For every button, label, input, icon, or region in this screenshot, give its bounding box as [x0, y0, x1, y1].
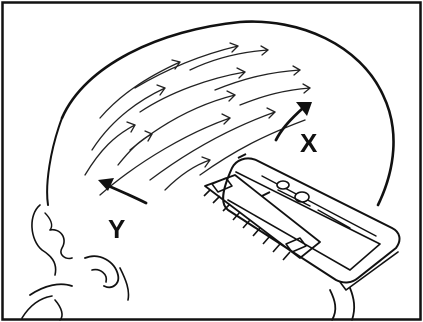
clipper-button-small-icon	[277, 181, 289, 189]
shoulder-line	[330, 290, 335, 320]
head-back-outline	[47, 118, 62, 205]
clipper-button-large-icon	[295, 192, 309, 202]
figure-frame	[3, 3, 421, 320]
hair-clipper-device	[204, 154, 399, 290]
label-x: X	[300, 128, 318, 158]
label-y: Y	[108, 214, 125, 244]
neck-and-jaw-drawing	[22, 256, 129, 320]
ear-drawing	[32, 205, 72, 275]
hair-stroke-arrows	[85, 43, 310, 195]
shoulder-line-2	[350, 288, 354, 320]
